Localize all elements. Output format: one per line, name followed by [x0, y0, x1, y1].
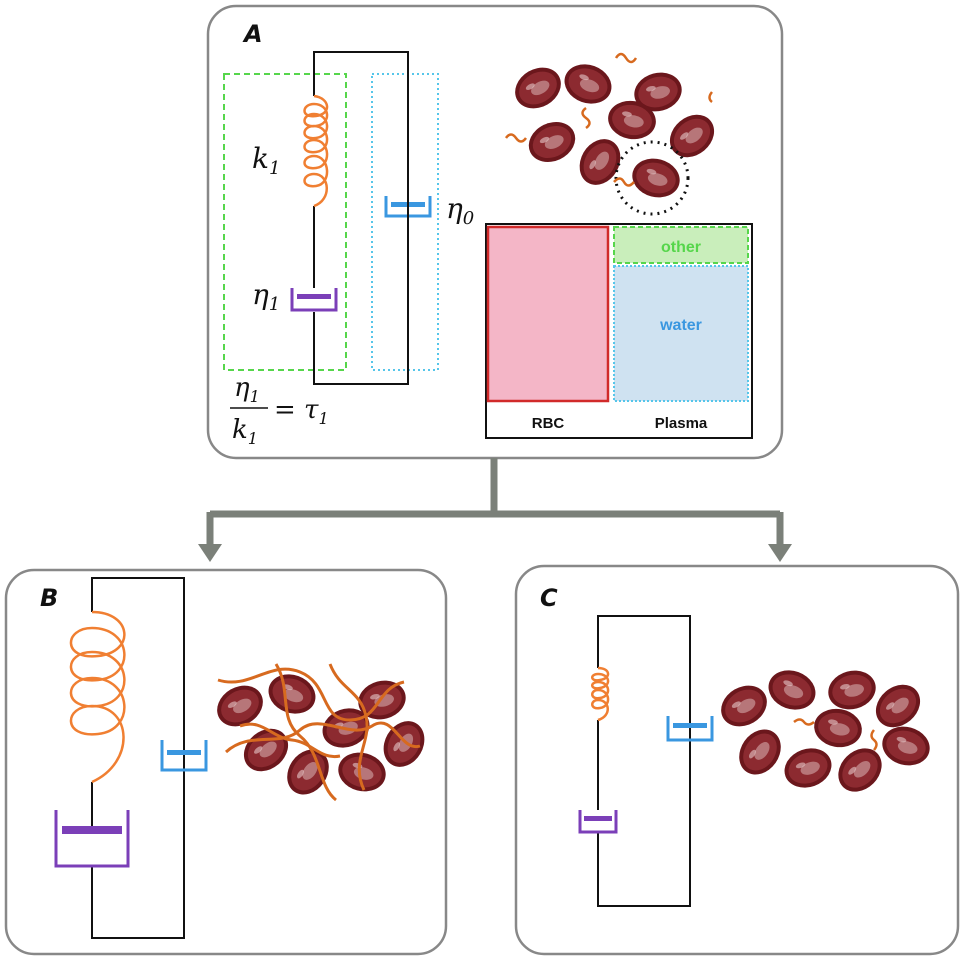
dashpot-icon [384, 52, 432, 384]
dashpot-icon [290, 288, 338, 312]
highlight-circle [614, 140, 690, 216]
other-label: other [661, 239, 701, 256]
spring-icon [69, 610, 126, 784]
spring-icon [303, 94, 329, 208]
dashpot-icon [160, 740, 208, 772]
label-eta1: η1 [252, 278, 280, 315]
panel-c-frame [514, 564, 960, 956]
rbc-cluster [713, 663, 935, 801]
newtonian-element-box [371, 73, 439, 371]
rbc-network [209, 663, 433, 803]
blood-composition-chart: other water RBC Plasma [485, 223, 753, 439]
rbc-cluster [504, 52, 723, 216]
rbc-label: RBC [532, 415, 565, 432]
water-bar [613, 265, 749, 402]
panel-b-frame [4, 568, 448, 956]
svg-text:= τ1: = τ1 [274, 395, 329, 428]
svg-text:k1: k1 [232, 415, 258, 448]
maxwell-element-box [223, 73, 347, 371]
panel-c-label: C [540, 584, 558, 612]
plasma-label: Plasma [655, 415, 708, 432]
rbc-bar [486, 225, 610, 403]
dashpot-icon [578, 810, 618, 834]
panel-c-circuit-wire [597, 615, 691, 907]
connector-arrows [206, 458, 784, 544]
arrow-down-icon [198, 544, 222, 562]
svg-text:η1: η1 [234, 373, 260, 406]
panel-b-label: B [40, 584, 58, 612]
spring-icon [591, 666, 610, 722]
water-label: water [659, 317, 702, 334]
panel-b-circuit-wire [91, 577, 185, 939]
relaxation-time-equation: η1 k1 = τ1 [230, 373, 329, 448]
label-k1: k1 [252, 142, 280, 179]
other-bar [613, 226, 749, 264]
arrow-down-icon [768, 544, 792, 562]
label-eta0: η0 [446, 192, 474, 229]
dashpot-icon [666, 716, 714, 742]
dashpot-icon [54, 810, 130, 868]
panel-a-label: A [242, 20, 263, 48]
